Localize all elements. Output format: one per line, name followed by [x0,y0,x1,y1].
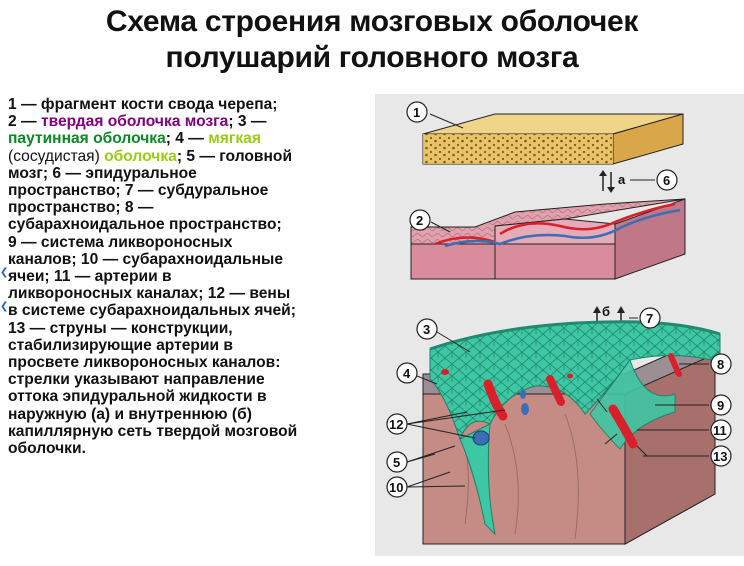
dura-term: твердая оболочка мозга [40,113,229,131]
pia-term-2: оболочка [104,147,177,165]
title-line-1: Схема строения мозговых оболочек [105,5,639,38]
legend-line: пространство; 8 — [8,199,154,217]
meninges-figure: а б [375,94,744,556]
page-title: Схема строения мозговых оболочек полушар… [0,4,744,76]
arachnoid-term: паутинная оболочка [8,130,166,148]
legend-line: паутинная оболочка; 4 — мягкая [8,130,261,148]
legend-line: субарахноидальное пространство; [8,216,282,234]
label-7: 7 [646,311,653,326]
edge-mark-2: ❮ [0,301,9,312]
arteries [441,353,682,449]
label-5: 5 [393,455,400,470]
legend-line: оттока эпидуральной жидкости в [8,388,267,406]
label-10: 10 [389,480,403,495]
legend-line: мозг; 6 — эпидуральное [8,164,197,182]
label-13: 13 [713,449,727,464]
legend-line: 9 — система ликвороносных [8,233,233,251]
arrow-label-b: б [602,304,610,319]
figure-labels: 1 6 2 7 3 4 8 9 11 [386,101,732,498]
veins [472,389,529,446]
label-2: 2 [416,213,423,228]
legend-line: наружную (а) и внутреннюю (б) [8,405,252,423]
title-line-2: полушарий головного мозга [165,41,579,74]
legend-line: пространство; 7 — субдуральное [8,182,269,200]
legend-line: 13 — струны — конструкции, [8,319,233,337]
meninges-diagram: а б [386,101,732,545]
legend-line: 1 — фрагмент кости свода черепа; [8,96,278,113]
epidural-arrows: а [599,170,626,193]
label-12: 12 [389,417,403,432]
legend-line: капиллярную сеть твердой мозговой [8,422,298,440]
arrow-label-a: а [618,172,626,187]
edge-mark-1: ❮ [0,267,9,278]
legend-line: стабилизирующие артерии в [8,336,234,354]
legend-line: (сосудистая) оболочка; 5 — головной [8,147,293,165]
dura-mater [410,198,686,280]
label-8: 8 [717,357,724,372]
legend-line: стрелки указывают направление [8,371,265,389]
label-3: 3 [423,322,430,337]
legend: 1 — фрагмент кости свода черепа; 2 — тве… [8,96,370,457]
legend-line: ячеи; 11 — артерии в [8,268,172,286]
label-6: 6 [663,173,670,188]
label-4: 4 [403,366,411,381]
legend-line: каналов; 10 — субарахноидальные [8,250,284,268]
arachnoid-mater [429,320,721,536]
legend-line: оболочки. [8,440,86,458]
legend-line: ликвороносных каналах; 12 — вены [8,285,291,303]
legend-line: 2 — твердая оболочка мозга; 3 — [8,113,267,131]
pia-term: мягкая [208,130,261,148]
bone-fragment [422,113,684,165]
label-9: 9 [717,398,724,413]
label-1: 1 [413,105,420,120]
legend-line: в системе субарахноидальных ячей; [8,302,296,320]
label-11: 11 [713,423,727,438]
stabilizing-strings [596,398,648,457]
legend-line: просвете ликвороносных каналов: [8,354,281,372]
